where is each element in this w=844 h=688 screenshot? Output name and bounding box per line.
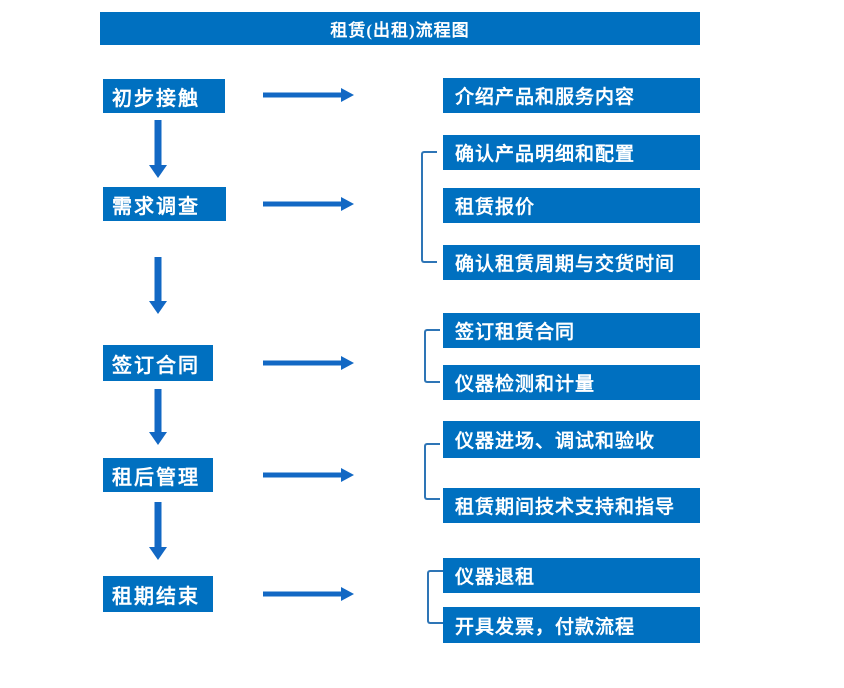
detail-instrument-inspection: 仪器检测和计量 <box>443 365 700 400</box>
right-arrow <box>263 88 354 102</box>
bracket-rental-end-details <box>427 570 443 624</box>
detail-invoice-payment: 开具发票，付款流程 <box>443 607 700 643</box>
step-post-rental-management: 租后管理 <box>103 458 213 492</box>
step-initial-contact: 初步接触 <box>103 79 225 113</box>
right-arrow <box>263 587 354 601</box>
down-arrow <box>149 257 167 314</box>
step-rental-end: 租期结束 <box>103 576 213 612</box>
right-arrow <box>263 197 354 211</box>
detail-confirm-period-delivery: 确认租赁周期与交货时间 <box>443 245 700 280</box>
bracket-demand-survey-details <box>421 151 437 263</box>
step-demand-survey: 需求调查 <box>103 187 226 221</box>
detail-rental-tech-support: 租赁期间技术支持和指导 <box>443 488 700 523</box>
down-arrow <box>149 120 167 178</box>
step-contract-signing: 签订合同 <box>103 345 213 381</box>
bracket-post-rental-details <box>424 443 440 500</box>
detail-instrument-setup-acceptance: 仪器进场、调试和验收 <box>443 421 700 458</box>
down-arrow <box>149 389 167 445</box>
right-arrow <box>263 468 354 482</box>
detail-sign-rental-contract: 签订租赁合同 <box>443 313 700 348</box>
flowchart-title: 租赁(出租)流程图 <box>100 12 700 45</box>
detail-instrument-return: 仪器退租 <box>443 558 700 593</box>
detail-introduce-products: 介绍产品和服务内容 <box>443 78 700 113</box>
detail-rental-quote: 租赁报价 <box>443 188 700 223</box>
down-arrow <box>149 502 167 560</box>
right-arrow <box>263 356 354 370</box>
detail-confirm-product-config: 确认产品明细和配置 <box>443 135 700 170</box>
bracket-contract-details <box>424 329 440 383</box>
